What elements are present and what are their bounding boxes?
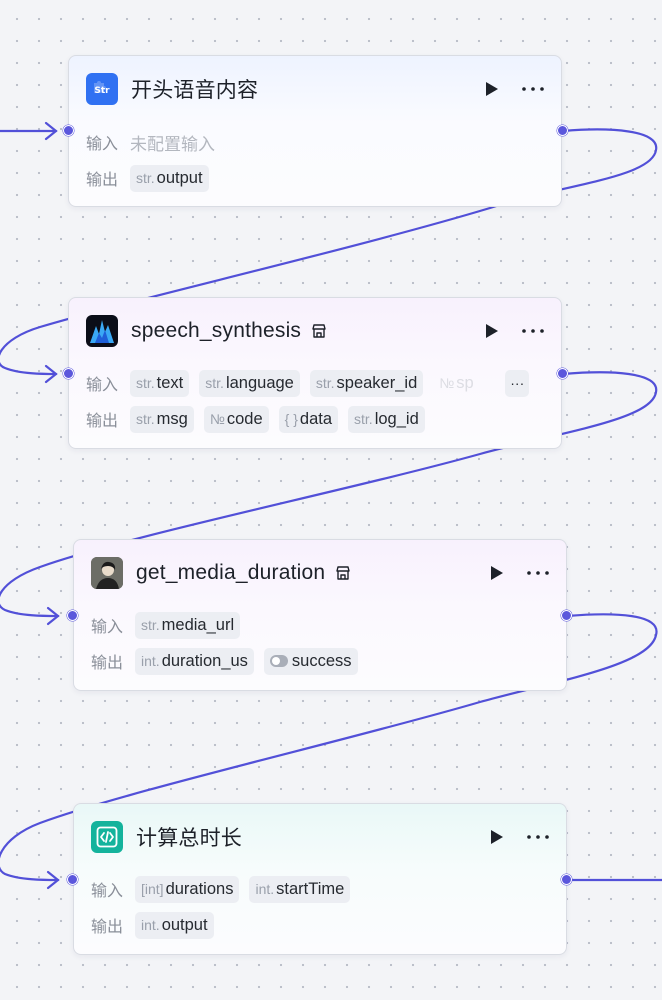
more-inputs-button[interactable]: ··· bbox=[505, 369, 530, 397]
arrowhead bbox=[44, 121, 58, 141]
node-title: speech_synthesis bbox=[131, 319, 302, 342]
output-tag: int.output bbox=[135, 911, 214, 939]
input-label: 输入 bbox=[86, 136, 119, 153]
input-tag: [int]durations bbox=[135, 875, 240, 903]
run-button[interactable] bbox=[488, 564, 506, 582]
play-icon bbox=[486, 82, 498, 96]
arrowhead bbox=[44, 364, 58, 384]
run-button[interactable] bbox=[483, 80, 501, 98]
svg-text:Str: Str bbox=[94, 86, 110, 96]
boolean-toggle-icon bbox=[269, 655, 288, 667]
input-tag: str.language bbox=[199, 369, 300, 397]
more-options-button[interactable] bbox=[521, 80, 545, 98]
output-port[interactable] bbox=[557, 125, 568, 136]
more-icon bbox=[527, 835, 549, 839]
input-port[interactable] bbox=[67, 610, 78, 621]
output-tag: str.log_id bbox=[348, 405, 425, 433]
input-tag: str.text bbox=[130, 369, 190, 397]
play-icon bbox=[486, 324, 498, 338]
node-get-media-duration[interactable]: get_media_duration 输入 str.media_url 输出 i… bbox=[73, 539, 567, 691]
more-icon bbox=[527, 571, 549, 575]
more-options-button[interactable] bbox=[526, 564, 550, 582]
output-row: 输出 str.output bbox=[86, 164, 545, 192]
plugin-store-icon bbox=[310, 322, 328, 340]
input-row: 输入 未配置输入 bbox=[86, 128, 545, 156]
more-icon bbox=[522, 329, 544, 333]
output-row: 输出 int.output bbox=[91, 911, 550, 939]
input-label: 输入 bbox=[91, 619, 124, 636]
arrowhead bbox=[46, 870, 60, 890]
output-port[interactable] bbox=[561, 874, 572, 885]
output-label: 输出 bbox=[86, 172, 119, 189]
output-tag: str.msg bbox=[130, 405, 194, 433]
output-tag: { }data bbox=[278, 405, 339, 433]
play-icon bbox=[491, 830, 503, 844]
avatar-icon bbox=[91, 557, 123, 589]
more-icon bbox=[522, 87, 544, 91]
input-row: 输入 str.media_url bbox=[91, 611, 550, 639]
output-tag: str.output bbox=[130, 164, 209, 192]
code-icon bbox=[91, 821, 123, 853]
input-label: 输入 bbox=[91, 883, 124, 900]
play-icon bbox=[491, 566, 503, 580]
output-port[interactable] bbox=[557, 368, 568, 379]
plugin-store-icon bbox=[334, 564, 352, 582]
more-options-button[interactable] bbox=[526, 828, 550, 846]
speech-waveform-icon bbox=[86, 315, 118, 347]
more-options-button[interactable] bbox=[521, 322, 545, 340]
input-row: 输入 [int]durations int.startTime bbox=[91, 875, 550, 903]
node-speech-synthesis[interactable]: speech_synthesis 输入 str.text str.languag… bbox=[68, 297, 562, 449]
str-icon: Str bbox=[86, 73, 118, 105]
input-tag: int.startTime bbox=[249, 875, 351, 903]
arrowhead bbox=[46, 606, 60, 626]
output-port[interactable] bbox=[561, 610, 572, 621]
node-title: get_media_duration bbox=[136, 561, 326, 584]
run-button[interactable] bbox=[488, 828, 506, 846]
output-tag-boolean: success bbox=[263, 647, 358, 675]
input-placeholder: 未配置输入 bbox=[130, 134, 215, 154]
output-label: 输出 bbox=[91, 655, 124, 672]
input-port[interactable] bbox=[67, 874, 78, 885]
output-label: 输出 bbox=[91, 919, 124, 936]
output-label: 输出 bbox=[86, 413, 119, 430]
node-start-voice-content[interactable]: Str 开头语音内容 输入 未配置输入 输出 str.output bbox=[68, 55, 562, 207]
input-label: 输入 bbox=[86, 377, 119, 394]
output-row: 输出 int.duration_us success bbox=[91, 647, 550, 675]
node-compute-total-duration[interactable]: 计算总时长 输入 [int]durations int.startTime 输出… bbox=[73, 803, 567, 955]
output-tag: int.duration_us bbox=[135, 647, 254, 675]
node-title: 计算总时长 bbox=[136, 827, 242, 850]
input-row: 输入 str.text str.language str.speaker_id … bbox=[86, 369, 545, 397]
input-tag: str.speaker_id bbox=[309, 369, 424, 397]
node-title: 开头语音内容 bbox=[131, 79, 259, 102]
run-button[interactable] bbox=[483, 322, 501, 340]
input-port[interactable] bbox=[63, 368, 74, 379]
input-port[interactable] bbox=[63, 125, 74, 136]
input-tag: str.media_url bbox=[135, 611, 241, 639]
